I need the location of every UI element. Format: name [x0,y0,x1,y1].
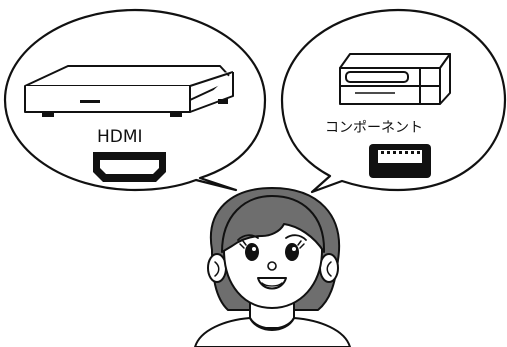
component-connector-icon [369,144,431,178]
hdmi-connector-icon [93,152,166,182]
woman-face-illustration [194,187,351,347]
hdmi-player-device-icon [24,65,234,117]
component-video-deck-icon [339,53,451,105]
hdmi-label: HDMI [97,127,143,147]
component-label: コンポーネント [325,120,423,136]
